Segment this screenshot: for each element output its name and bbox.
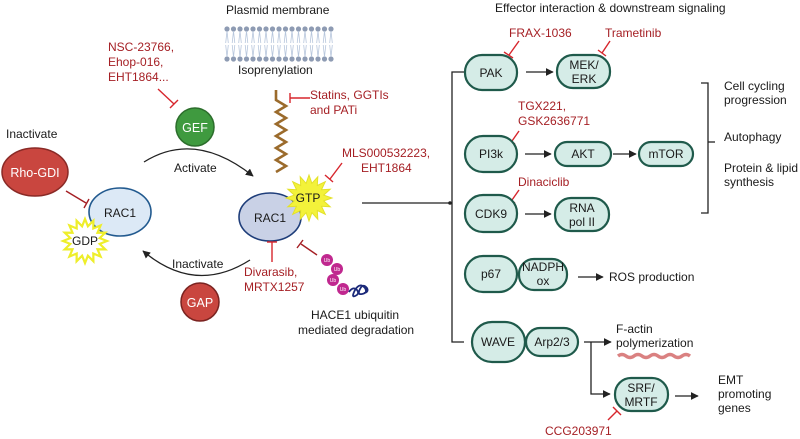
srf-inhibitor: CCG203971 <box>545 406 622 438</box>
svg-text:PAK: PAK <box>479 66 502 80</box>
svg-text:MLS000532223,EHT1864: MLS000532223,EHT1864 <box>342 146 430 175</box>
svg-text:pol II: pol II <box>569 215 595 229</box>
wave-node: WAVE <box>470 320 527 364</box>
svg-text:GAP: GAP <box>187 296 213 310</box>
lipid-bilayer-icon <box>224 26 334 62</box>
gef-inhibitor: NSC-23766,Ehop-016,EHT1864... <box>108 40 179 109</box>
outcomes-bracket <box>701 82 709 214</box>
inactivate-arrow-label: Inactivate <box>172 257 224 271</box>
rac1-direct-inhibitor: Divarasib,MRTX1257 <box>244 241 305 294</box>
svg-text:TGX221,GSK2636771: TGX221,GSK2636771 <box>518 99 590 128</box>
svg-text:FRAX-1036: FRAX-1036 <box>509 26 572 40</box>
svg-text:Trametinib: Trametinib <box>605 26 662 40</box>
activate-label: Activate <box>174 161 217 175</box>
cdk9-inhibitor: Dinaciclib <box>506 175 570 204</box>
svg-text:RAC1: RAC1 <box>104 206 136 220</box>
svg-text:Arp2/3: Arp2/3 <box>534 335 570 349</box>
effectors-title: Effector interaction & downstream signal… <box>495 1 726 15</box>
svg-text:Rho-GDI: Rho-GDI <box>10 166 59 180</box>
outcome-autophagy: Autophagy <box>724 130 781 144</box>
gap-node: GAP <box>180 282 220 322</box>
svg-text:Dinaciclib: Dinaciclib <box>518 175 570 189</box>
svg-text:mTOR: mTOR <box>648 147 683 161</box>
svg-text:NSC-23766,Ehop-016,EHT1864...: NSC-23766,Ehop-016,EHT1864... <box>108 40 174 84</box>
gdp-star: GDP <box>60 216 110 266</box>
mek-erk-node: MEK/ ERK <box>555 53 612 90</box>
mek-inhibitor: Trametinib <box>597 26 662 57</box>
akt-node: AKT <box>553 140 613 168</box>
inactivate-arrow <box>142 250 251 277</box>
svg-text:Divarasib,MRTX1257: Divarasib,MRTX1257 <box>244 265 305 294</box>
svg-text:GTP: GTP <box>296 191 321 205</box>
svg-text:Ub: Ub <box>324 258 331 264</box>
svg-text:Ub: Ub <box>330 278 337 284</box>
arp23-node: Arp2/3 <box>524 326 580 358</box>
rna-pol-node: RNA pol II <box>553 196 611 233</box>
svg-text:GDP: GDP <box>72 234 98 248</box>
gtp-inhibitor: MLS000532223,EHT1864 <box>324 146 430 183</box>
hace1-inhibition <box>296 239 318 256</box>
svg-text:NADPH: NADPH <box>522 260 564 274</box>
svg-text:Ub: Ub <box>334 267 341 273</box>
svg-text:MEK/: MEK/ <box>569 58 599 72</box>
isoprenylation-label: Isoprenylation <box>238 63 313 77</box>
svg-text:RAC1: RAC1 <box>254 211 286 225</box>
mtor-node: mTOR <box>637 140 695 168</box>
svg-text:AKT: AKT <box>571 147 595 161</box>
membrane-title: Plasmid membrane <box>226 3 330 17</box>
activate-arrow <box>143 148 254 177</box>
svg-text:WAVE: WAVE <box>481 335 515 349</box>
srf-mrtf-node: SRF/ MRTF <box>613 376 670 413</box>
inactivate-heading: Inactivate <box>6 127 58 141</box>
effector-trunk <box>451 71 464 343</box>
rho-gdi-inhibition <box>65 190 90 209</box>
pak-inhibitor: FRAX-1036 <box>503 26 572 59</box>
svg-text:p67: p67 <box>481 267 501 281</box>
cdk9-node: CDK9 <box>463 193 519 234</box>
nadph-ox-node: NADPH ox <box>517 257 569 292</box>
ubiquitin-chain-icon: Ub Ub Ub Ub <box>321 254 369 298</box>
gef-node: GEF <box>175 107 215 147</box>
p67-node: p67 <box>463 254 519 294</box>
svg-text:GEF: GEF <box>182 121 208 135</box>
svg-text:MRTF: MRTF <box>624 395 657 409</box>
actin-filament-icon <box>616 352 692 360</box>
isoprenyl-chain-icon <box>273 90 289 174</box>
svg-text:ERK: ERK <box>572 72 597 86</box>
svg-text:SRF/: SRF/ <box>627 381 655 395</box>
svg-text:Ub: Ub <box>340 287 347 293</box>
pak-node: PAK <box>463 53 519 92</box>
svg-text:PI3k: PI3k <box>479 147 504 161</box>
rac1-inactive-node: RAC1 <box>88 187 152 237</box>
pi3k-inhibitor: TGX221,GSK2636771 <box>506 99 590 145</box>
svg-text:CCG203971: CCG203971 <box>545 424 612 438</box>
svg-text:CDK9: CDK9 <box>475 207 507 221</box>
gtp-star: GTP <box>284 173 334 223</box>
arp-to-srf-arrow <box>590 342 611 398</box>
svg-text:ox: ox <box>537 274 550 288</box>
pi3k-node: PI3k <box>463 134 519 174</box>
svg-text:RNA: RNA <box>569 201 594 215</box>
ros-production-label: ROS production <box>609 270 694 284</box>
rho-gdi-node: Rho-GDI <box>1 147 69 197</box>
